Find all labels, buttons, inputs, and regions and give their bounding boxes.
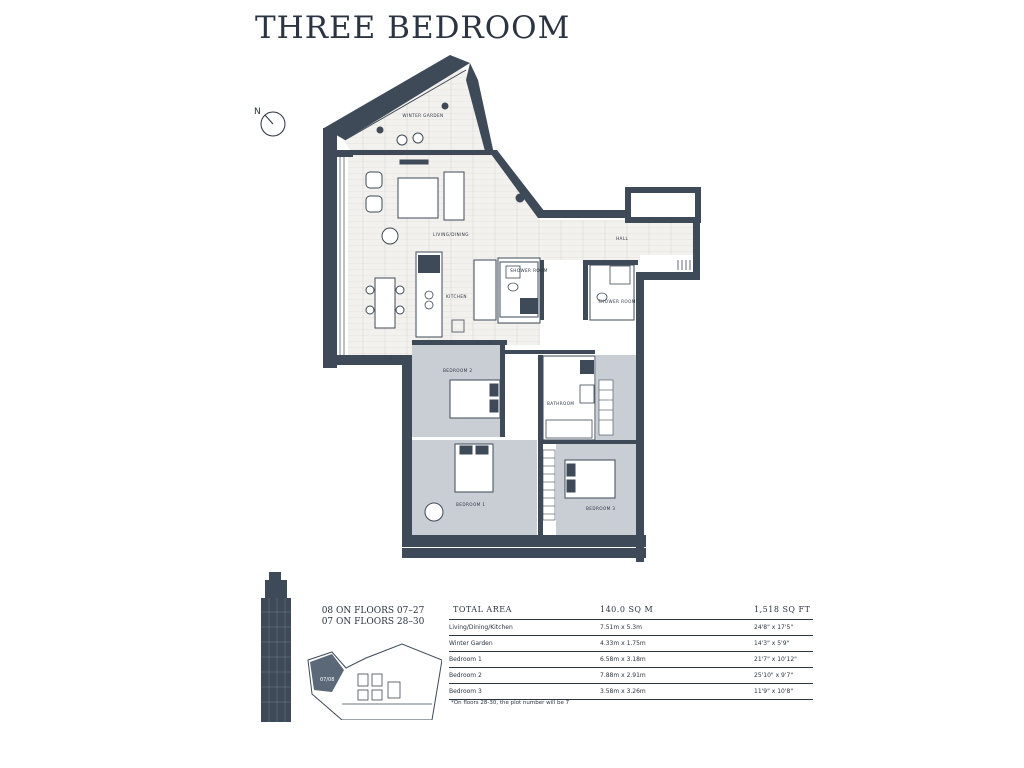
tower-illustration <box>261 572 291 722</box>
key-plan: 07/08 <box>307 643 442 720</box>
room-imperial: 11'9" x 10'8" <box>748 683 813 700</box>
label-bathroom: BATHROOM <box>547 401 574 406</box>
table-row: Bedroom 1 6.58m x 3.18m 21'7" x 10'12" <box>449 651 813 668</box>
room-metric: 7.51m x 5.3m <box>594 619 748 636</box>
header-sq-m: 140.0 SQ M <box>594 603 748 620</box>
room-imperial: 14'3" x 5'9" <box>748 635 813 652</box>
area-table-header: TOTAL AREA 140.0 SQ M 1,518 SQ FT <box>449 603 813 620</box>
floor-applicability: 08 ON FLOORS 07–27 07 ON FLOORS 28–30 <box>318 606 428 628</box>
room-metric: 4.33m x 1.75m <box>594 635 748 652</box>
bed-bedroom-2 <box>449 379 501 419</box>
compass: N <box>254 107 286 137</box>
winter-garden-area <box>324 55 497 170</box>
label-living-dining: LIVING/DINING <box>433 232 469 237</box>
header-sq-ft: 1,518 SQ FT <box>748 603 813 620</box>
room-name: Bedroom 2 <box>449 667 594 684</box>
room-imperial: 24'8" x 17'5" <box>748 619 813 636</box>
shower-room-1 <box>499 261 539 318</box>
room-name: Bedroom 1 <box>449 651 594 668</box>
living-furniture <box>365 102 525 329</box>
label-bedroom-1: BEDROOM 1 <box>456 502 485 507</box>
table-row: Bedroom 3 3.58m x 3.26m 11'9" x 10'8" <box>449 683 813 700</box>
label-winter-garden: WINTER GARDEN <box>402 113 443 118</box>
room-imperial: 25'10" x 9'7" <box>748 667 813 684</box>
table-row: Bedroom 2 7.88m x 2.91m 25'10" x 9'7" <box>449 667 813 684</box>
shower-room-2 <box>589 264 635 321</box>
bathroom <box>542 355 596 441</box>
room-imperial: 21'7" x 10'12" <box>748 651 813 668</box>
area-table: TOTAL AREA 140.0 SQ M 1,518 SQ FT Living… <box>449 603 813 700</box>
label-kitchen: KITCHEN <box>446 294 467 299</box>
footnote: *On floors 28-30, the plot number will b… <box>451 700 570 706</box>
room-name: Bedroom 3 <box>449 683 594 700</box>
room-metric: 3.58m x 3.26m <box>594 683 748 700</box>
room-metric: 7.88m x 2.91m <box>594 667 748 684</box>
table-row: Winter Garden 4.33m x 1.75m 14'3" x 5'9" <box>449 635 813 652</box>
label-shower-room-2: SHOWER ROOM <box>598 299 636 304</box>
room-name: Living/Dining/Kitchen <box>449 619 594 636</box>
floor-plan: N <box>254 55 701 562</box>
keyplan-unit-label: 07/08 <box>320 677 334 683</box>
label-hall: HALL <box>616 236 629 241</box>
walls <box>323 128 701 562</box>
floors-line-2: 07 ON FLOORS 28–30 <box>321 617 425 627</box>
compass-north-label: N <box>254 107 261 117</box>
table-row: Living/Dining/Kitchen 7.51m x 5.3m 24'8"… <box>449 619 813 636</box>
bed-bedroom-3 <box>564 459 616 499</box>
floors-line-1: 08 ON FLOORS 07–27 <box>321 606 425 616</box>
room-name: Winter Garden <box>449 635 594 652</box>
room-metric: 6.58m x 3.18m <box>594 651 748 668</box>
header-total-area: TOTAL AREA <box>449 603 594 620</box>
label-bedroom-2: BEDROOM 2 <box>443 368 472 373</box>
label-shower-room-1: SHOWER ROOM <box>510 268 548 273</box>
page-title: THREE BEDROOM <box>255 10 571 46</box>
bed-bedroom-1 <box>454 443 494 493</box>
label-bedroom-3: BEDROOM 3 <box>586 506 615 511</box>
